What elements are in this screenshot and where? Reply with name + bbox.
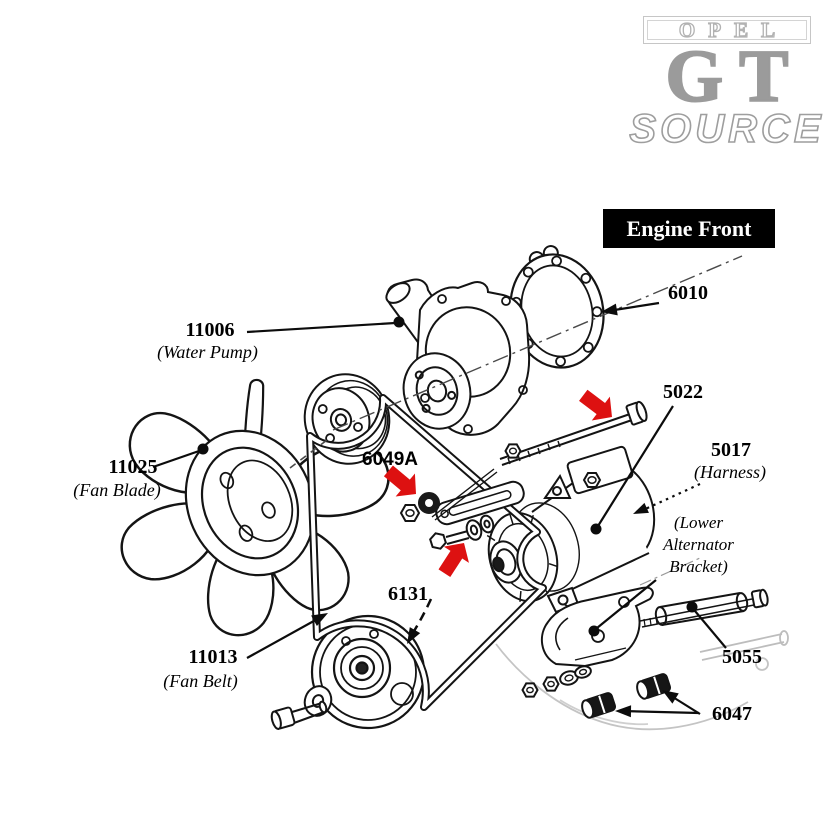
label-water-pump-number: 11006 [185, 319, 235, 341]
label-harness-name: (Harness) [694, 462, 766, 482]
logo-source-text: SOURCE [629, 107, 825, 152]
label-water-pump-name: (Water Pump) [157, 342, 258, 362]
pivot-bolt-drawing [499, 400, 648, 466]
fan-belt-drawing [306, 394, 547, 711]
red-arrow-icon [438, 543, 469, 578]
leader-lines [152, 301, 727, 718]
opel-badge: OPEL [643, 16, 811, 44]
label-fan-belt-number: 11013 [188, 646, 238, 668]
logo-gt-text: GT [665, 36, 805, 118]
crank-bolt-drawing [270, 685, 333, 730]
label-spacers-number: 6047 [712, 703, 752, 725]
gasket-drawing [509, 245, 605, 369]
red-arrow-icon [579, 389, 612, 421]
label-bracket-bolt-number: 5055 [722, 646, 762, 668]
site-logo: OPEL GT SOURCE [620, 16, 834, 152]
engine-block-ghost [495, 630, 789, 731]
label-fan-blade-name: (Fan Blade) [73, 480, 161, 500]
label-harness-number: 5017 [711, 439, 751, 461]
label-fan-blade-number: 11025 [108, 456, 158, 478]
adjuster-hardware-drawing [399, 468, 525, 550]
alternator-drawing [486, 445, 656, 630]
label-fan-belt-name: (Fan Belt) [163, 671, 238, 691]
label-crank-pulley-number: 6131 [388, 583, 428, 605]
label-lower-bracket-line3: Bracket) [669, 557, 728, 576]
assembly-centerlines [289, 255, 743, 586]
red-arrow-icon [383, 465, 416, 497]
label-lower-bracket-name: (Lower Alternator Bracket) [641, 512, 756, 578]
opel-badge-text: OPEL [678, 17, 789, 42]
label-adjuster-nut-number: 6049A [362, 449, 418, 470]
red-highlight-arrows [383, 389, 612, 578]
label-lower-bracket-line1: (Lower [673, 513, 724, 532]
label-gasket-number: 6010 [668, 282, 708, 304]
fan-blade-drawing [120, 378, 390, 637]
water-pump-drawing [385, 278, 531, 436]
label-lower-bracket-line2: Alternator [663, 535, 734, 554]
label-pivot-bolt-number: 5022 [663, 381, 703, 403]
engine-front-badge: Engine Front [603, 209, 775, 248]
